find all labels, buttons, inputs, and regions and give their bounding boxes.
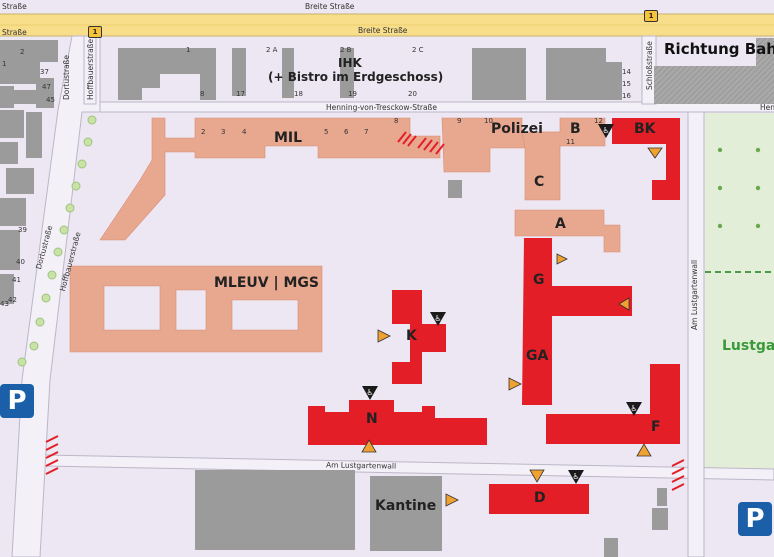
label-richtung-bahnhof: Richtung Bahnh	[664, 40, 774, 58]
house-number: 3	[221, 128, 226, 136]
street-henning: Henning-von-Tresckow-Straße	[326, 103, 437, 112]
house-number: 2 A	[266, 46, 278, 54]
label-a: A	[555, 216, 566, 232]
house-number: 19	[348, 90, 357, 98]
k-building	[392, 290, 446, 384]
house-number: 41	[12, 276, 21, 284]
svg-text:♿: ♿	[366, 388, 373, 397]
house-number: 12	[594, 117, 603, 125]
house-number: 1	[2, 60, 7, 68]
label-ga: GA	[526, 348, 549, 364]
route-badge: 1	[88, 26, 102, 38]
house-number: 8	[200, 90, 205, 98]
wheelchair-access-icon: ♿ ♿ ♿ ♿ ♿	[362, 124, 642, 484]
label-b: B	[570, 121, 581, 137]
label-lustgarten: Lustgar	[722, 338, 774, 354]
label-g: G	[533, 272, 545, 288]
hatched-building	[654, 66, 774, 104]
street-lustgarten-side: Am Lustgartenwall	[690, 259, 699, 330]
street-hoffbauer-top: Hoffbauerstraße	[86, 38, 95, 100]
house-number: 18	[294, 90, 303, 98]
house-number: 47	[42, 83, 51, 91]
salmon-buildings	[69, 117, 621, 353]
house-number: 2	[201, 128, 206, 136]
entrance-arrow-icon	[361, 147, 663, 507]
label-kantine: Kantine	[375, 498, 437, 514]
label-f: F	[651, 419, 661, 435]
label-mleuv-mgs: MLEUV | MGS	[214, 275, 319, 291]
g-building	[522, 238, 632, 405]
house-number: 40	[16, 258, 25, 266]
house-number: 2	[20, 48, 25, 56]
tree-icon	[17, 115, 97, 367]
henning-road	[100, 102, 774, 112]
house-number: 39	[18, 226, 27, 234]
barrier-icon	[45, 131, 685, 491]
house-number: 5	[324, 128, 329, 136]
park-dots	[717, 147, 761, 229]
label-n: N	[366, 411, 378, 427]
house-number: 6	[344, 128, 349, 136]
house-number: 45	[46, 96, 55, 104]
label-ihk-bistro: (+ Bistro im Erdgeschoss)	[268, 70, 444, 84]
red-buildings	[308, 118, 680, 514]
grey-buildings-north	[118, 48, 622, 100]
route-badge: 1	[644, 10, 658, 22]
bk-building	[612, 118, 680, 200]
label-bk: BK	[634, 121, 656, 137]
house-number: 14	[622, 68, 631, 76]
house-number: 2 C	[412, 46, 424, 54]
street-henning-right: Hen	[760, 103, 774, 112]
n-building	[308, 400, 487, 445]
house-number: 8	[394, 117, 399, 125]
house-number: 10	[484, 117, 493, 125]
house-number: 2 B	[340, 46, 352, 54]
street-lustgartenwall: Am Lustgartenwall	[325, 460, 397, 471]
street-breite-right: Breite Straße	[358, 26, 408, 35]
label-k: K	[406, 328, 417, 344]
parking-icon: P	[0, 384, 34, 418]
lustgarten-side-road	[687, 111, 705, 557]
svg-text:♿: ♿	[572, 472, 579, 481]
street-dortustrasse-top: Dortustraße	[62, 54, 71, 100]
mleuv-building	[69, 265, 323, 353]
house-number: 9	[457, 117, 462, 125]
svg-text:♿: ♿	[602, 126, 609, 135]
label-polizei: Polizei	[491, 121, 543, 137]
d-building	[489, 484, 589, 514]
label-ihk: IHK	[338, 56, 362, 70]
hatched-building-east	[756, 38, 774, 104]
house-number: 4	[242, 128, 247, 136]
house-number: 43	[0, 300, 9, 308]
svg-text:♿: ♿	[434, 314, 441, 323]
b-c-building	[521, 117, 606, 201]
dortustrasse-road	[11, 35, 101, 557]
street-breite-left: Straße	[2, 2, 27, 11]
house-number: 37	[40, 68, 49, 76]
house-number: 16	[622, 92, 631, 100]
mil-building	[99, 117, 441, 241]
house-number: 1	[186, 46, 191, 54]
parking-icon: P	[738, 502, 772, 536]
label-d: D	[534, 490, 546, 506]
house-number: 17	[236, 90, 245, 98]
house-number: 7	[364, 128, 369, 136]
house-number: 42	[8, 296, 17, 304]
street-breite-left2: Straße	[2, 28, 27, 37]
f-building	[546, 364, 680, 444]
street-breite-top: Breite Straße	[305, 2, 355, 11]
svg-text:♿: ♿	[630, 404, 637, 413]
label-c: C	[534, 174, 545, 190]
label-mil: MIL	[274, 130, 303, 146]
house-number: 15	[622, 80, 631, 88]
a-building	[514, 209, 621, 253]
grey-buildings	[0, 40, 58, 304]
house-number: 20	[408, 90, 417, 98]
house-number: 11	[566, 138, 575, 146]
street-schloss: Schloßstraße	[645, 41, 654, 90]
grey-buildings-south	[195, 180, 668, 557]
lustgarten-park	[705, 113, 774, 473]
